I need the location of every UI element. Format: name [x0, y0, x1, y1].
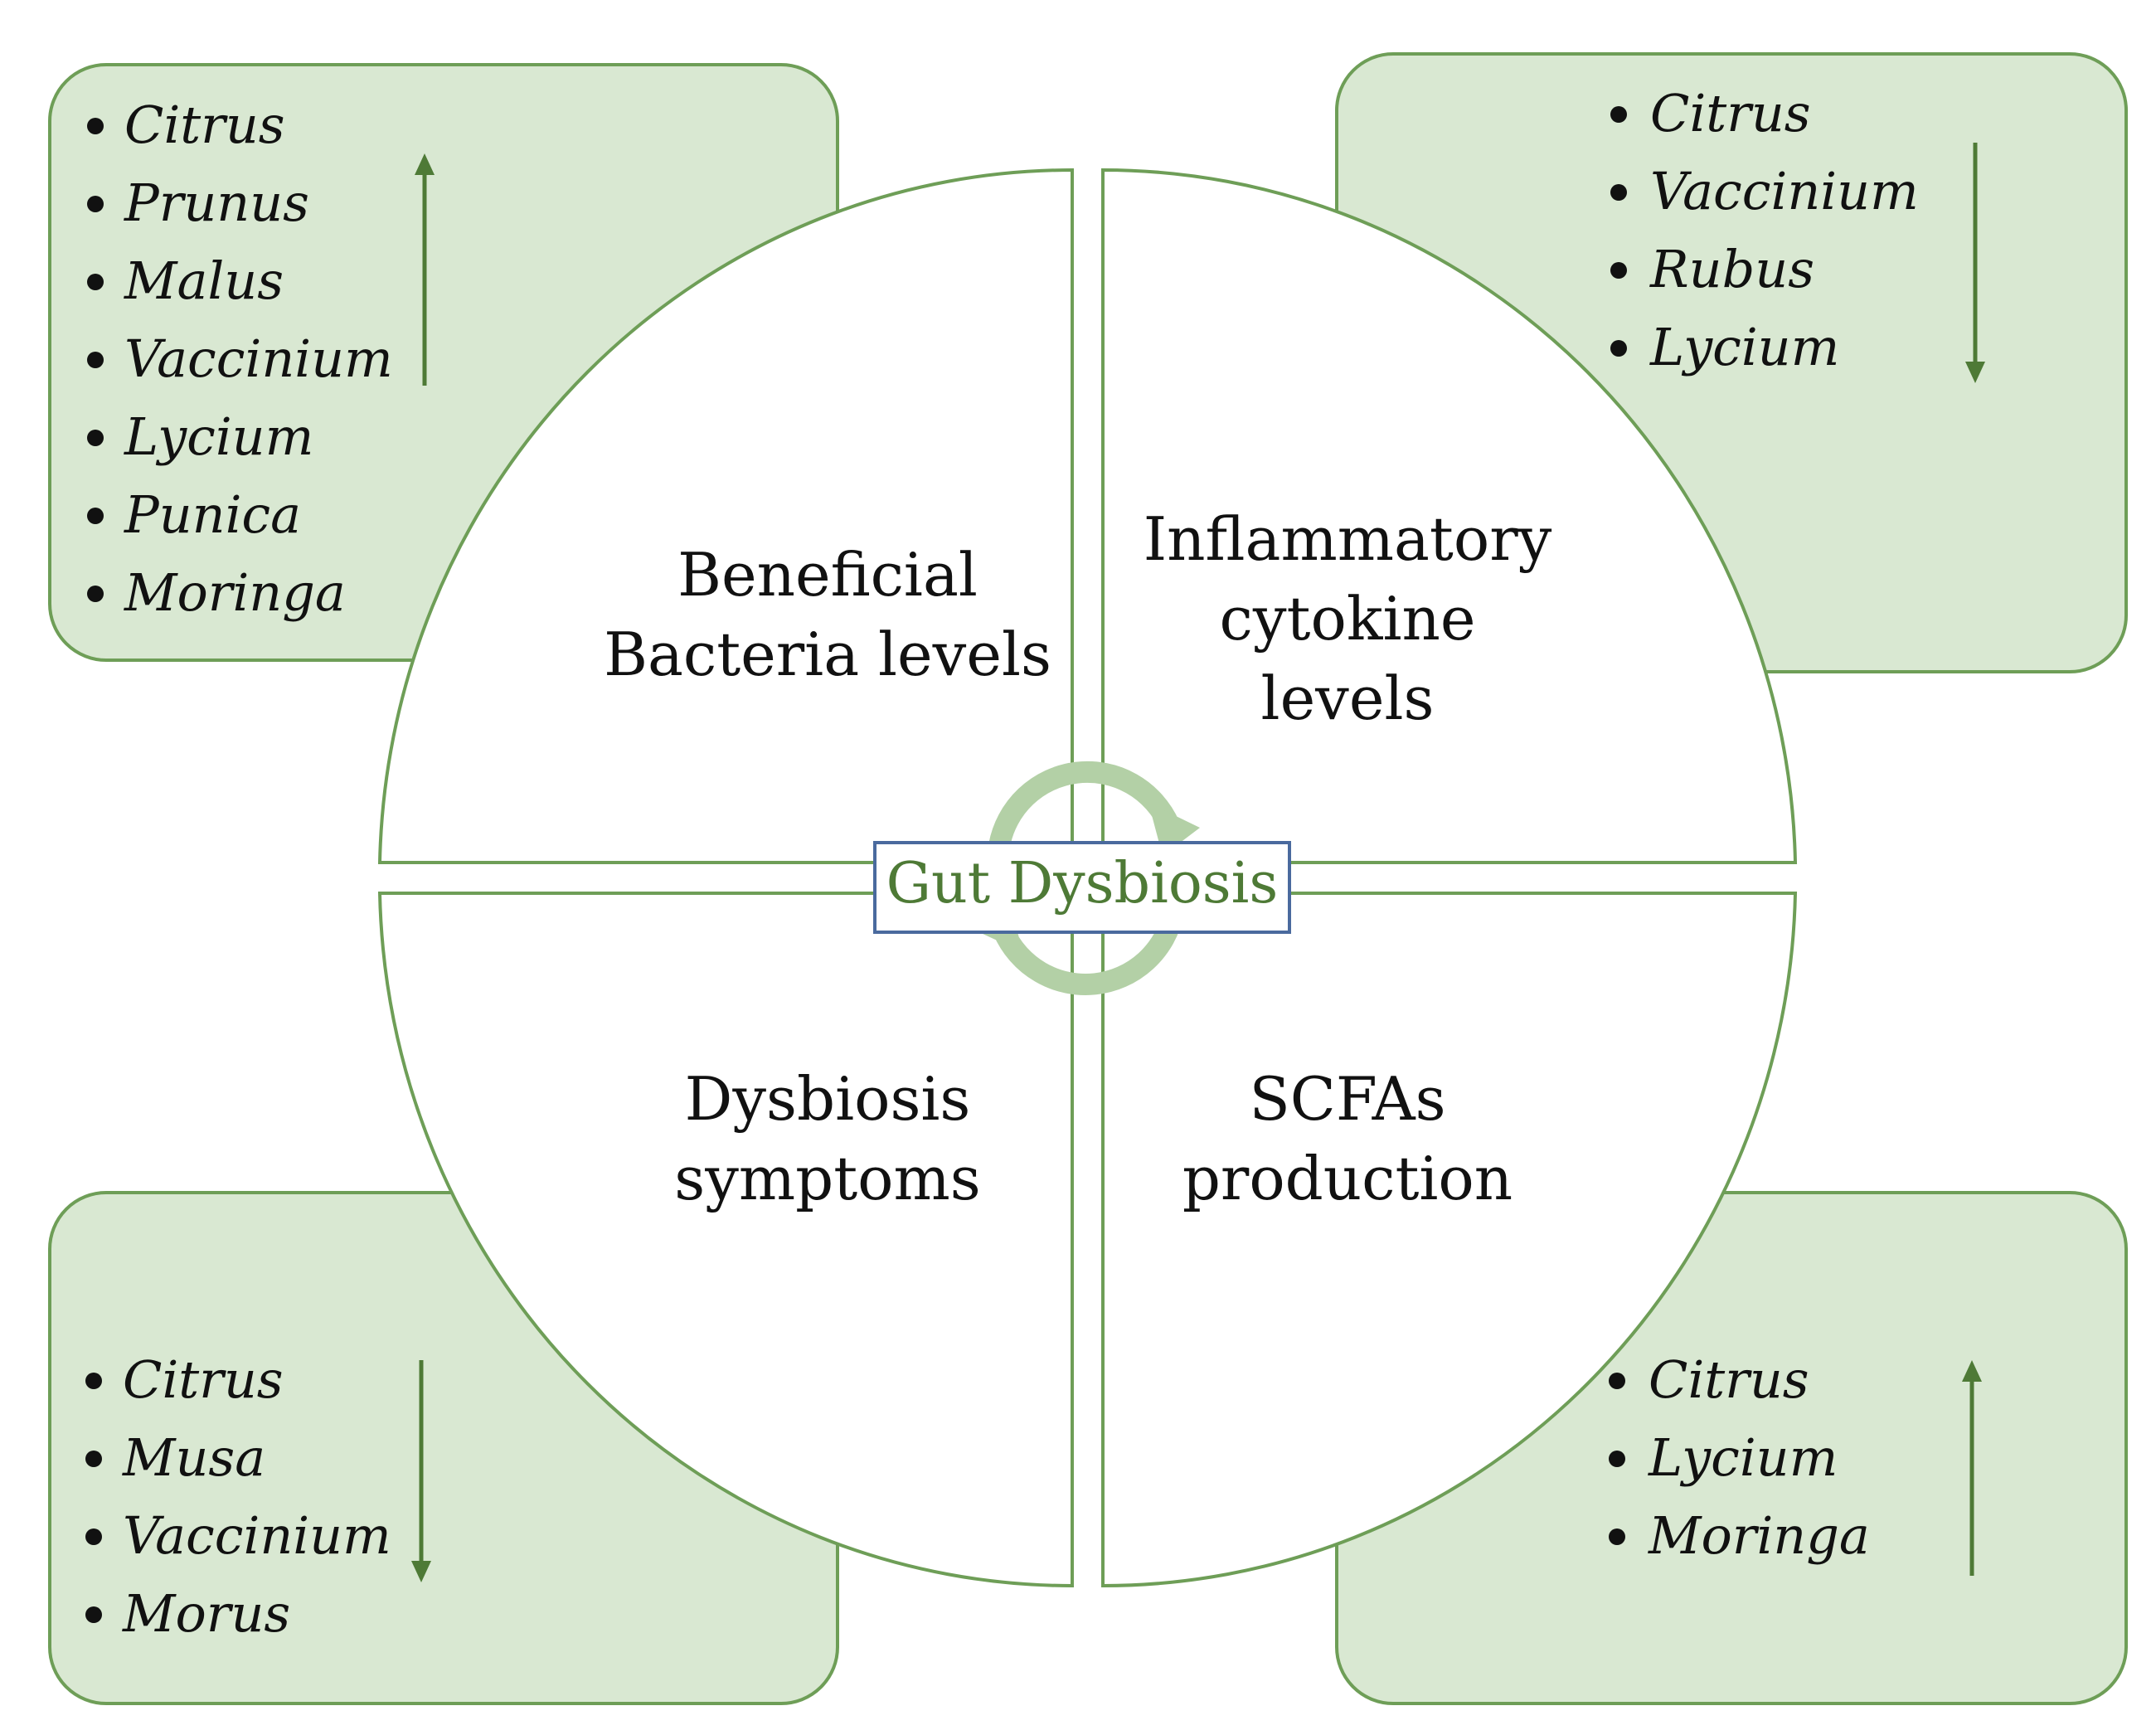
bullet-dot [87, 352, 104, 368]
plant-item: Prunus [124, 173, 309, 233]
plant-item: Lycium [1648, 1427, 1838, 1488]
bullet-dot [87, 196, 104, 212]
bullet-dot [85, 1373, 102, 1389]
bullet-dot [1610, 262, 1627, 279]
quadrant-top-left [377, 168, 1074, 864]
center-label: Gut Dysbiosis [873, 841, 1291, 934]
plant-item: Lycium [1649, 317, 1839, 377]
quadrant-label-line: Beneficial [677, 540, 978, 610]
bullet-dot [87, 274, 104, 290]
bullet-dot [85, 1451, 102, 1467]
plant-item: Punica [124, 484, 301, 545]
plant-item: Citrus [124, 95, 285, 155]
plant-item: Vaccinium [1650, 161, 1919, 221]
center-label-box [873, 841, 1291, 934]
bullet-dot [85, 1606, 102, 1623]
bullet-dot [1609, 1451, 1625, 1467]
down-arrow-icon-tr [1965, 143, 1985, 383]
quadrant-label-line: symptoms [674, 1144, 981, 1213]
bullet-dot [85, 1528, 102, 1545]
quadrant-label-line: cytokine [1220, 584, 1476, 654]
quadrant-label-line: Bacteria levels [604, 620, 1051, 689]
quadrant-label-line: SCFAs [1249, 1064, 1445, 1134]
plant-item: Citrus [123, 1349, 284, 1410]
quadrant-bottom-right [1101, 892, 1798, 1588]
bullet-dot [1610, 106, 1627, 123]
bullet-dot [1610, 184, 1627, 201]
quadrant-label-line: Inflammatory [1144, 504, 1552, 574]
plant-item: Citrus [1650, 83, 1811, 143]
plant-item: Moringa [1648, 1505, 1870, 1566]
quadrant-label-line: Dysbiosis [685, 1064, 971, 1134]
up-arrow-icon-br [1962, 1360, 1982, 1576]
bullet-dot [1609, 1373, 1625, 1389]
quadrant-label-line: production [1182, 1144, 1513, 1213]
bullet-dot [87, 586, 104, 602]
quadrant-label-line: levels [1261, 663, 1435, 733]
plant-item: Vaccinium [123, 1505, 391, 1566]
circle-quadrants [377, 168, 1798, 1588]
bullet-dot [87, 430, 104, 446]
bullet-dot [87, 508, 104, 524]
direction-arrows [411, 143, 1985, 1582]
quadrant-top-right [1101, 168, 1798, 864]
quadrant-label-br: SCFAs production [1182, 1064, 1513, 1213]
bullet-dot [1609, 1528, 1625, 1545]
plant-item: Malus [124, 250, 284, 311]
bullet-dot [1610, 340, 1627, 357]
bullet-dot [87, 118, 104, 134]
down-arrow-icon-bl [411, 1360, 431, 1582]
quadrant-label-tr: Inflammatory cytokine levels [1144, 504, 1552, 733]
plant-item: Citrus [1649, 1349, 1809, 1410]
plant-item: Lycium [124, 406, 313, 467]
plant-item: Morus [122, 1583, 290, 1644]
plant-item: Musa [122, 1427, 265, 1488]
quadrant-bottom-left [377, 892, 1074, 1588]
plant-item: Vaccinium [124, 328, 393, 389]
plant-item: Rubus [1649, 239, 1814, 299]
plant-list-tl: CitrusPrunusMalusVacciniumLyciumPunicaMo… [87, 95, 393, 623]
plant-item: Moringa [124, 562, 346, 623]
up-arrow-icon-tl [415, 153, 435, 386]
quadrant-label-bl: Dysbiosis symptoms [674, 1064, 981, 1213]
plant-lists: CitrusPrunusMalusVacciniumLyciumPunicaMo… [85, 83, 1919, 1644]
center-label-text: Gut Dysbiosis [886, 851, 1279, 916]
